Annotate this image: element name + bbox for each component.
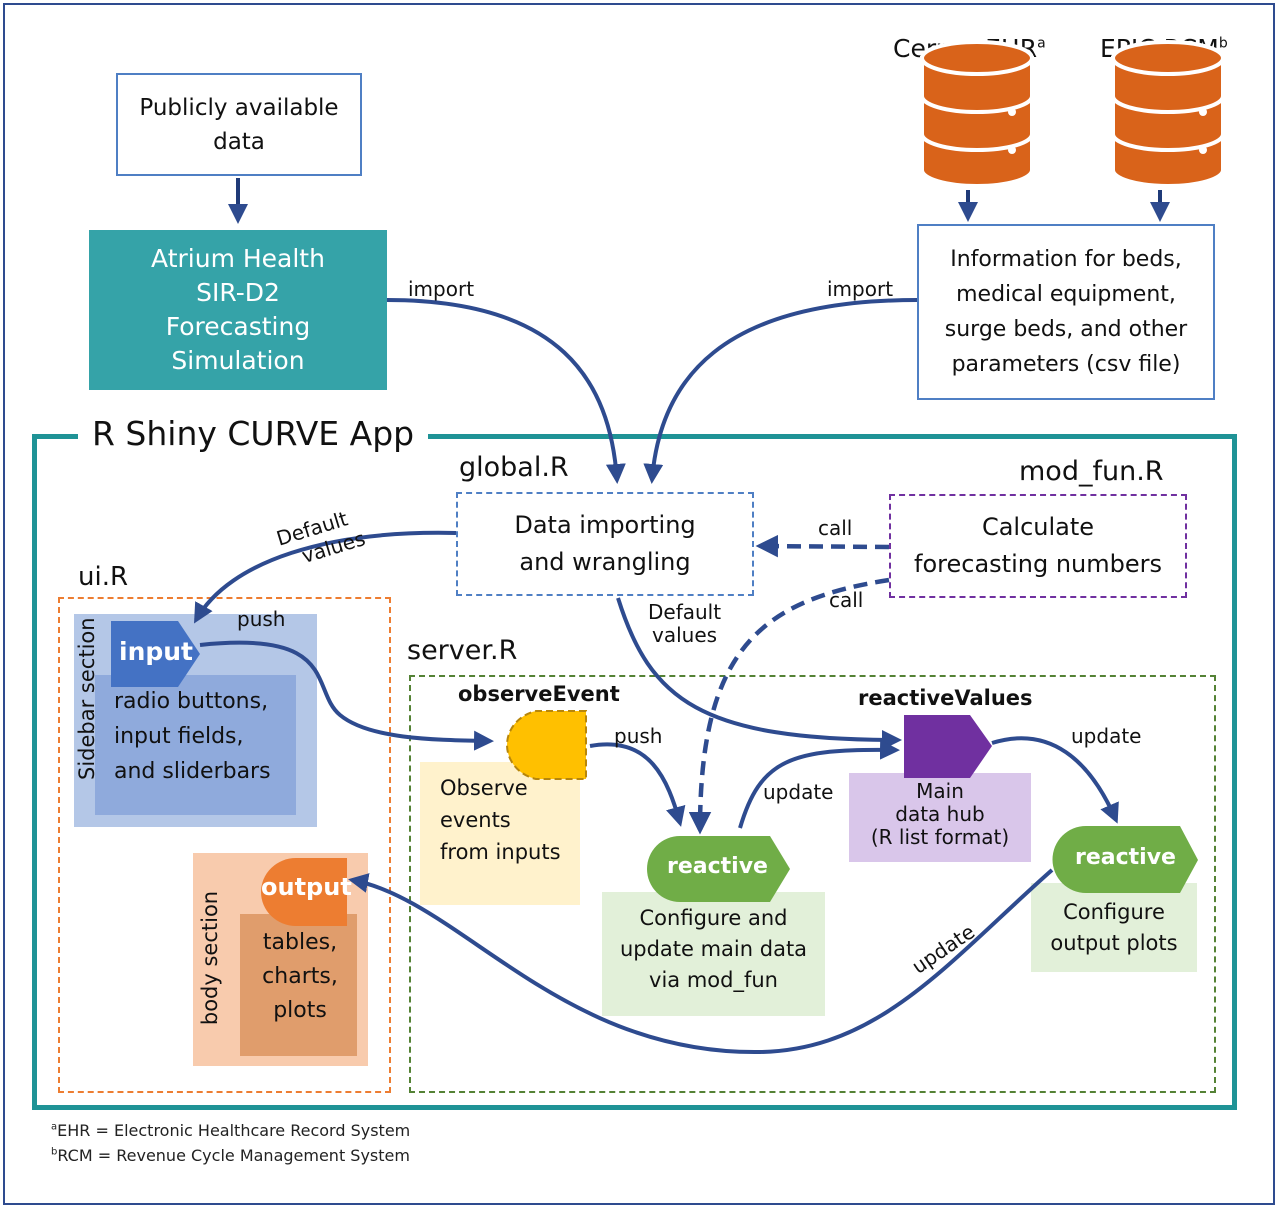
call-label-1: call — [818, 516, 853, 540]
input-item: radio buttons, — [114, 689, 269, 714]
reactive-1-line: update main data — [619, 937, 808, 961]
server-box — [409, 675, 1216, 1093]
observe-text: Observe events from inputs — [440, 772, 561, 868]
import-left-label: import — [408, 277, 475, 301]
simulation-line: SIR-D2 — [196, 278, 280, 307]
input-item: input fields, — [114, 724, 244, 749]
default-values-rv-arrow — [616, 597, 902, 750]
modfun-line: forecasting numbers — [914, 550, 1162, 578]
reactive-1-bg — [602, 892, 825, 1016]
call-label-2: call — [829, 588, 864, 612]
output-item: charts, — [262, 964, 338, 989]
observe-line: Observe — [440, 776, 528, 800]
ui-box — [58, 597, 391, 1093]
input-item: and sliderbars — [114, 759, 271, 784]
output-tag-label: output — [261, 873, 352, 901]
push-label-1: push — [237, 607, 286, 631]
default-values-word: Default — [648, 600, 722, 624]
rv-tag — [904, 715, 992, 778]
push-observe-arrow — [589, 742, 686, 827]
input-tag — [111, 621, 200, 687]
app-border — [32, 434, 1237, 1110]
update-output-arrow — [348, 868, 1054, 1055]
default-values-label-2: Default values — [648, 601, 721, 647]
app-title: R Shiny CURVE App — [78, 414, 429, 453]
output-items: tables, charts, plots — [260, 926, 340, 1028]
reactive-1-text: Configure and update main data via mod_f… — [602, 903, 825, 996]
default-values-word: values — [652, 623, 718, 647]
output-tag — [261, 858, 347, 926]
modfun-line: Calculate — [981, 513, 1095, 541]
info-line: parameters (csv file) — [951, 352, 1181, 377]
info-line: medical equipment, — [956, 282, 1176, 307]
observe-bg — [420, 762, 580, 905]
observe-event-shape — [506, 710, 587, 780]
modfun-file-label: mod_fun.R — [1019, 456, 1164, 487]
info-file-box: Information for beds, medical equipment,… — [917, 224, 1215, 400]
rv-line: Main — [916, 779, 964, 803]
push-label-2: push — [614, 724, 663, 748]
call-global-arrow — [755, 534, 890, 558]
reactive-2-bg — [1031, 883, 1197, 972]
reactive-2-tag — [1052, 826, 1198, 893]
call-reactive-arrow — [688, 577, 890, 835]
reactive-2-text: Configure output plots — [1031, 897, 1197, 959]
output-item: tables, — [262, 930, 338, 955]
public-data-label: Publicly available data — [139, 94, 339, 155]
output-item: plots — [273, 998, 327, 1023]
global-line: Data importing — [514, 511, 696, 539]
rv-text: Main data hub (R list format) — [849, 780, 1031, 849]
simulation-line: Simulation — [171, 346, 305, 375]
import-right-arrow — [643, 298, 918, 484]
update-label-2: update — [1071, 724, 1142, 748]
input-items: radio buttons, input fields, and sliderb… — [114, 684, 271, 789]
update-label-1: update — [763, 780, 834, 804]
body-inner — [240, 914, 357, 1056]
simulation-line: Atrium Health — [151, 244, 325, 273]
update-rv-arrow — [738, 739, 900, 829]
footnote-b: bRCM = Revenue Cycle Management System — [51, 1146, 410, 1165]
rv-title: reactiveValues — [858, 686, 1033, 710]
update-reactive2-arrow — [991, 736, 1119, 824]
global-line: and wrangling — [519, 548, 691, 576]
server-file-label: server.R — [407, 635, 518, 666]
sidebar-inner — [95, 675, 296, 815]
reactive-1-tag-label: reactive — [667, 854, 768, 879]
rv-bg — [849, 773, 1031, 862]
outer-frame — [3, 3, 1275, 1205]
simulation-box: Atrium Health SIR-D2 Forecasting Simulat… — [89, 230, 387, 390]
simulation-line: Forecasting — [165, 312, 311, 341]
input-tag-label: input — [119, 637, 194, 666]
reactive-2-tag-label: reactive — [1075, 845, 1176, 870]
default-values-ui-arrow — [194, 530, 457, 624]
observe-title: observeEvent — [458, 682, 620, 706]
footnote-a: aEHR = Electronic Healthcare Record Syst… — [51, 1121, 411, 1140]
arrow-icon — [228, 178, 1170, 224]
reactive-2-line: Configure — [1063, 900, 1165, 924]
reactive-1-line: Configure and — [639, 906, 788, 930]
global-file-label: global.R — [459, 452, 569, 483]
observe-line: from inputs — [440, 840, 561, 864]
global-box: Data importing and wrangling — [456, 492, 754, 596]
rv-line: (R list format) — [870, 825, 1010, 849]
info-line: Information for beds, — [950, 247, 1182, 272]
public-data-box: Publicly available data — [116, 73, 362, 176]
import-right-label: import — [827, 277, 894, 301]
import-left-arrow — [386, 298, 626, 484]
database-icon — [920, 40, 1034, 188]
observe-line: events — [440, 808, 511, 832]
info-line: surge beds, and other — [944, 317, 1188, 342]
reactive-1-tag — [647, 836, 790, 902]
rv-line: data hub — [895, 802, 985, 826]
push-input-arrow — [199, 640, 494, 751]
modfun-box: Calculate forecasting numbers — [889, 494, 1187, 598]
database-icon — [1111, 40, 1225, 188]
reactive-1-line: via mod_fun — [649, 968, 778, 992]
ui-file-label: ui.R — [78, 562, 129, 592]
reactive-2-line: output plots — [1050, 931, 1178, 955]
